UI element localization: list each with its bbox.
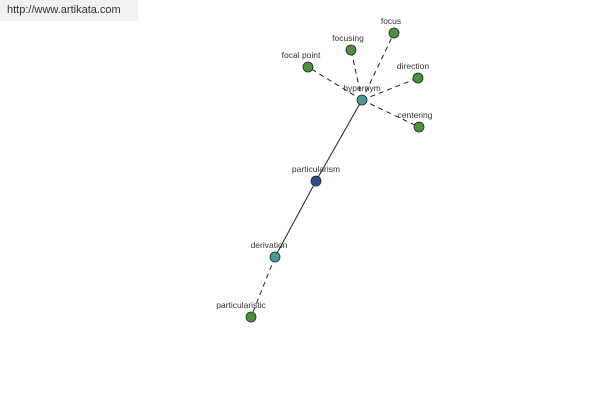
source-url-banner[interactable]: http://www.artikata.com bbox=[0, 0, 138, 21]
node-marker[interactable] bbox=[302, 61, 314, 73]
node-focal_point[interactable]: focal point bbox=[282, 50, 321, 73]
node-marker[interactable] bbox=[356, 94, 368, 106]
node-marker[interactable] bbox=[412, 72, 424, 84]
edge-particularism-to-hypernym bbox=[315, 99, 363, 182]
node-label: particularism bbox=[292, 164, 340, 174]
edge-derivation-to-particularistic bbox=[250, 256, 276, 318]
edge-particularism-to-derivation bbox=[274, 180, 317, 258]
nodes-layer: particularism hypernym derivation focus focu… bbox=[216, 16, 433, 323]
node-label: focusing bbox=[332, 33, 364, 43]
node-derivation[interactable]: derivation bbox=[251, 240, 288, 263]
node-label: particularistic bbox=[216, 300, 266, 310]
node-label: direction bbox=[397, 61, 429, 71]
node-label: hypernym bbox=[343, 83, 380, 93]
node-marker[interactable] bbox=[245, 311, 257, 323]
node-label: focal point bbox=[282, 50, 321, 60]
node-marker[interactable] bbox=[345, 44, 357, 56]
node-label: centering bbox=[398, 110, 433, 120]
edge-hypernym-to-focal_point bbox=[307, 66, 363, 101]
edge-hypernym-to-direction bbox=[361, 77, 419, 101]
node-marker[interactable] bbox=[310, 175, 322, 187]
node-marker[interactable] bbox=[269, 251, 281, 263]
node-marker[interactable] bbox=[413, 121, 425, 133]
node-hypernym[interactable]: hypernym bbox=[343, 83, 381, 106]
node-marker[interactable] bbox=[388, 27, 400, 39]
node-focus[interactable]: focus bbox=[381, 16, 401, 39]
node-label: focus bbox=[381, 16, 401, 26]
edge-hypernym-to-centering bbox=[361, 99, 420, 128]
edges-layer bbox=[250, 32, 420, 318]
node-label: derivation bbox=[251, 240, 288, 250]
node-particularism[interactable]: particularism bbox=[292, 164, 340, 187]
node-centering[interactable]: centering bbox=[398, 110, 433, 133]
edge-hypernym-to-focus bbox=[361, 32, 395, 101]
node-focusing[interactable]: focusing bbox=[332, 33, 364, 56]
node-direction[interactable]: direction bbox=[397, 61, 429, 84]
node-particularistic[interactable]: particularistic bbox=[216, 300, 267, 323]
